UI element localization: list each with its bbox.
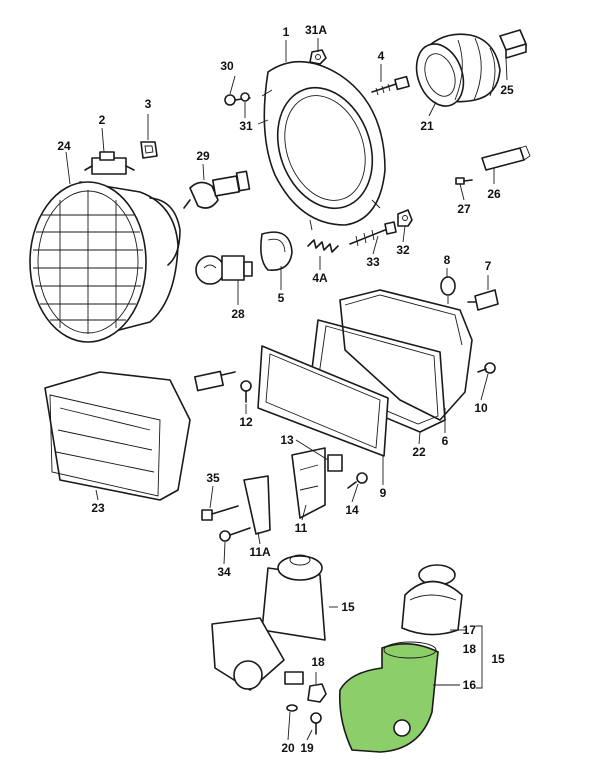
screw-33 [349, 221, 397, 247]
spring-4a [307, 239, 339, 253]
washer-20 [286, 704, 298, 712]
screw-34 [219, 527, 251, 542]
label-18-nut: 18 [311, 655, 325, 669]
label-8: 8 [444, 253, 451, 267]
lens-9 [257, 345, 389, 457]
label-6: 6 [442, 434, 449, 448]
pump-16-highlighted [338, 641, 439, 753]
label-20: 20 [281, 741, 295, 755]
screw-10 [477, 362, 496, 374]
label-11: 11 [295, 521, 308, 535]
label-21: 21 [420, 119, 434, 133]
label-26: 26 [487, 187, 501, 201]
nut-32 [397, 209, 413, 227]
screw-35 [201, 505, 239, 521]
label-14: 14 [345, 503, 359, 517]
label-31: 31 [239, 119, 253, 133]
bulb-28 [195, 255, 253, 285]
label-30: 30 [220, 59, 234, 73]
spring-5 [260, 231, 293, 271]
label-3: 3 [145, 97, 152, 111]
label-31a: 31A [305, 23, 327, 37]
nut-18 [307, 683, 327, 703]
adjuster-screw-4 [371, 75, 410, 96]
label-11a: 11A [249, 545, 271, 559]
label-23: 23 [91, 501, 105, 515]
label-15-bracket: 15 [491, 652, 505, 666]
screw-19 [310, 712, 322, 735]
label-1: 1 [283, 25, 290, 39]
label-33: 33 [366, 255, 380, 269]
label-34: 34 [217, 565, 231, 579]
screw-12 [240, 380, 252, 403]
bracket-11a [243, 475, 271, 535]
lamp-housing-6 [339, 289, 473, 421]
label-4a: 4A [312, 271, 328, 285]
label-27: 27 [457, 202, 471, 216]
label-15-motor: 15 [341, 600, 355, 614]
label-13: 13 [280, 433, 294, 447]
label-28: 28 [231, 307, 245, 321]
bulb-socket-7 [467, 289, 499, 311]
washer-31 [240, 92, 250, 102]
round-headlamp-24 [29, 181, 181, 343]
leader-lines [65, 38, 508, 741]
label-29: 29 [196, 149, 210, 163]
label-4: 4 [378, 49, 385, 63]
clip-3 [140, 141, 158, 159]
connector-2 [84, 151, 135, 175]
block-26 [481, 145, 531, 171]
bulb-8 [440, 276, 456, 304]
filter-17 [401, 564, 463, 636]
label-7: 7 [485, 259, 492, 273]
label-32: 32 [396, 243, 410, 257]
pump-body [338, 643, 439, 753]
clip-13 [327, 454, 343, 472]
label-2: 2 [99, 113, 106, 127]
boot-21 [415, 33, 501, 107]
label-24: 24 [57, 139, 71, 153]
label-10: 10 [474, 401, 488, 415]
label-9: 9 [380, 486, 387, 500]
label-19: 19 [300, 741, 314, 755]
label-5: 5 [278, 291, 285, 305]
bulb-29 [183, 170, 251, 209]
label-16: 16 [463, 678, 477, 692]
rect-headlamp-23 [44, 371, 191, 501]
connector-plug [194, 370, 236, 392]
label-12: 12 [239, 415, 253, 429]
bulb-27 [455, 177, 473, 185]
label-18-bracket: 18 [463, 642, 477, 656]
mounting-ring-1 [257, 60, 386, 231]
bracket-15-18 [476, 625, 483, 689]
motor-15 [211, 554, 326, 691]
nut-31a [309, 49, 327, 65]
part-labels: 1 31A 30 31 4 3 2 24 29 21 25 26 27 32 3… [57, 23, 514, 755]
label-17: 17 [463, 623, 477, 637]
label-25: 25 [500, 83, 514, 97]
label-35: 35 [206, 471, 220, 485]
screw-14 [347, 472, 368, 489]
relay-25 [499, 29, 527, 59]
bracket-11 [291, 447, 326, 519]
label-22: 22 [412, 445, 426, 459]
